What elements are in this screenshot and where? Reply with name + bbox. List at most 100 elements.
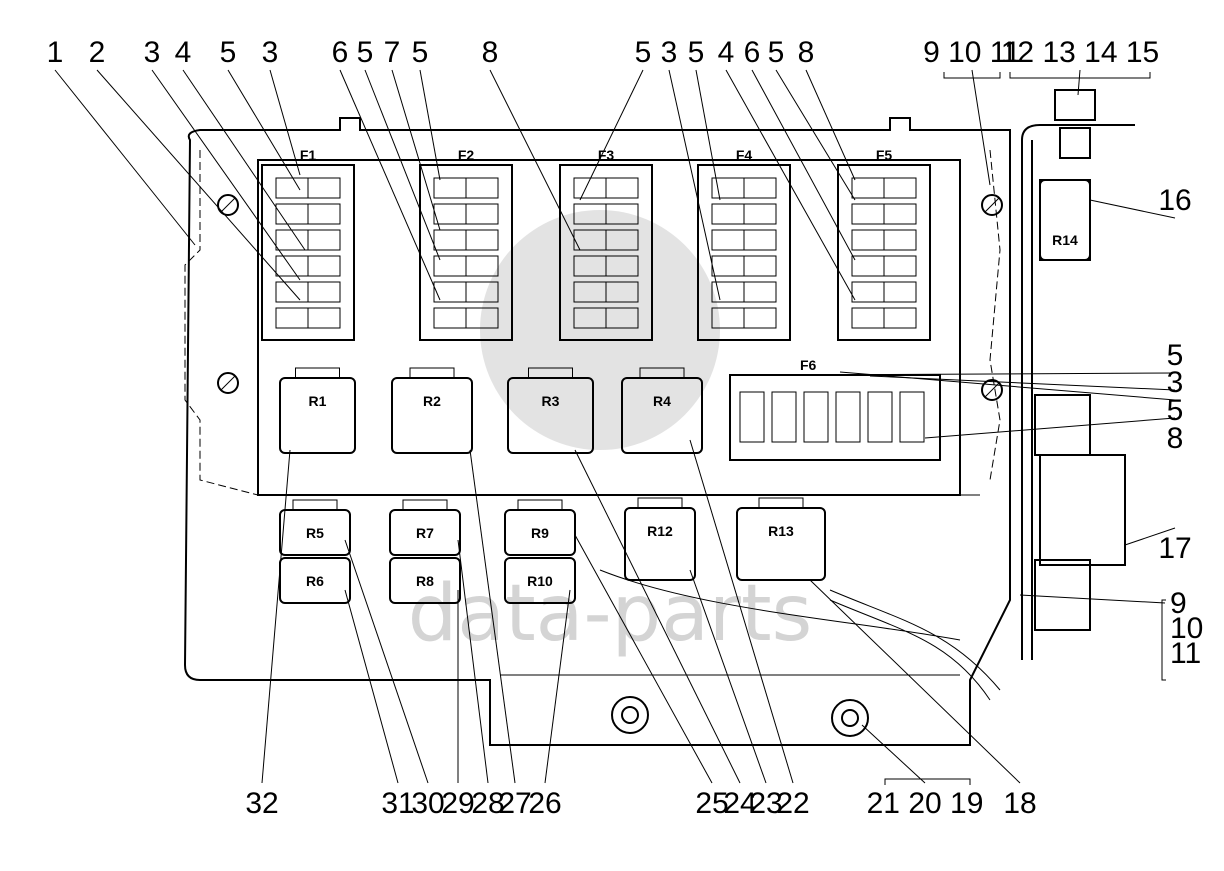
callout: 5	[869, 375, 1183, 427]
callout: 5	[412, 36, 441, 181]
callout-number: 23	[749, 787, 782, 820]
callout: 27	[469, 449, 532, 820]
relay: R10	[504, 557, 576, 604]
fuse-block-label: F5	[876, 147, 893, 163]
relay: R3	[507, 367, 594, 454]
callout: 5	[768, 36, 856, 201]
relay-label: R13	[768, 523, 794, 539]
callout: 18	[809, 579, 1037, 820]
callout: 11	[1170, 637, 1201, 670]
callout-number: 3	[1167, 366, 1184, 399]
fuse-block: F3	[559, 147, 653, 341]
callout: 3	[839, 366, 1184, 401]
fuse	[899, 391, 925, 443]
callout-number: 31	[381, 787, 414, 820]
callout: 9	[1019, 587, 1187, 620]
fuse-block: F4	[697, 147, 791, 341]
fuse-block-label: F2	[458, 147, 475, 163]
callout-number: 9 10 11	[923, 36, 1021, 69]
fuse-block-label: F1	[300, 147, 317, 163]
callout-number: 32	[245, 787, 278, 820]
relay-label: R12	[647, 523, 673, 539]
callout: 3	[144, 36, 301, 281]
callout-number: 4	[175, 36, 192, 69]
fuse-block-label: F3	[598, 147, 615, 163]
callout-number: 5	[1167, 339, 1184, 372]
callout: 29	[441, 590, 475, 820]
callout: 10	[1170, 612, 1203, 645]
callout: 9 10 11	[923, 36, 1021, 186]
callout: 5	[579, 36, 652, 201]
fuse	[835, 391, 861, 443]
callout-number: 28	[471, 787, 504, 820]
callout-number: 22	[776, 787, 809, 820]
callout: 5	[357, 36, 441, 261]
callout: 12 13 14 15	[1001, 36, 1159, 96]
callout-number: 6	[744, 36, 761, 69]
relay: R13	[736, 497, 826, 581]
relay-label: R10	[527, 573, 553, 589]
callout-number: 5	[357, 36, 374, 69]
callout: 6	[332, 36, 441, 301]
relay: R14	[1039, 179, 1091, 261]
callout: 8	[482, 36, 581, 251]
callout: 4	[175, 36, 306, 251]
callout: 26	[528, 589, 571, 820]
relay: R7	[389, 499, 461, 556]
callout: 4	[718, 36, 856, 301]
callout: 28	[457, 539, 505, 820]
callout-number: 17	[1158, 532, 1191, 565]
callout-number: 21 20 19	[867, 787, 984, 820]
fuse	[867, 391, 893, 443]
fuse-block-label: F4	[736, 147, 753, 163]
callout: 6	[744, 36, 856, 261]
callout-number: 8	[482, 36, 499, 69]
callout-number: 7	[384, 36, 401, 69]
callout-number: 3	[262, 36, 279, 69]
callout: 30	[344, 539, 445, 820]
callout-number: 11	[1170, 637, 1201, 670]
callout: 2	[89, 36, 301, 301]
callout-number: 4	[718, 36, 735, 69]
relay-label: R9	[531, 525, 549, 541]
fuse	[771, 391, 797, 443]
watermark-text: data-parts	[408, 569, 812, 659]
relay: R2	[391, 367, 473, 454]
relay: R5	[279, 499, 351, 556]
callout: 5	[799, 339, 1184, 376]
callout-number: 12 13 14 15	[1001, 36, 1159, 69]
relay: R4	[621, 367, 703, 454]
fuse-block: F5	[837, 147, 931, 341]
relay-label: R6	[306, 573, 324, 589]
callout-number: 30	[411, 787, 444, 820]
callout: 5	[220, 36, 301, 191]
callout-number: 5	[688, 36, 705, 69]
relay: R6	[279, 557, 351, 604]
callout-number: 8	[1167, 422, 1184, 455]
relay: R8	[389, 557, 461, 604]
callout: 8	[924, 417, 1184, 455]
callout: 3	[661, 36, 721, 301]
callout: 7	[384, 36, 441, 231]
callout-number: 10	[1170, 612, 1203, 645]
relay-label: R14	[1052, 232, 1078, 248]
relay-label: R3	[542, 393, 560, 409]
callout-number: 26	[528, 787, 561, 820]
callout-number: 5	[635, 36, 652, 69]
relay-label: R1	[309, 393, 327, 409]
callout-number: 3	[144, 36, 161, 69]
callout: 8	[798, 36, 856, 181]
callout-number: 24	[723, 787, 756, 820]
callout-number: 16	[1158, 184, 1191, 217]
callout: 24	[574, 449, 757, 820]
callout-number: 3	[661, 36, 678, 69]
callout: 1	[47, 36, 196, 246]
callout: 32	[245, 449, 291, 820]
callout-number: 9	[1170, 587, 1187, 620]
callout: 5	[688, 36, 721, 201]
relay-label: R2	[423, 393, 441, 409]
relay-label: R5	[306, 525, 324, 541]
